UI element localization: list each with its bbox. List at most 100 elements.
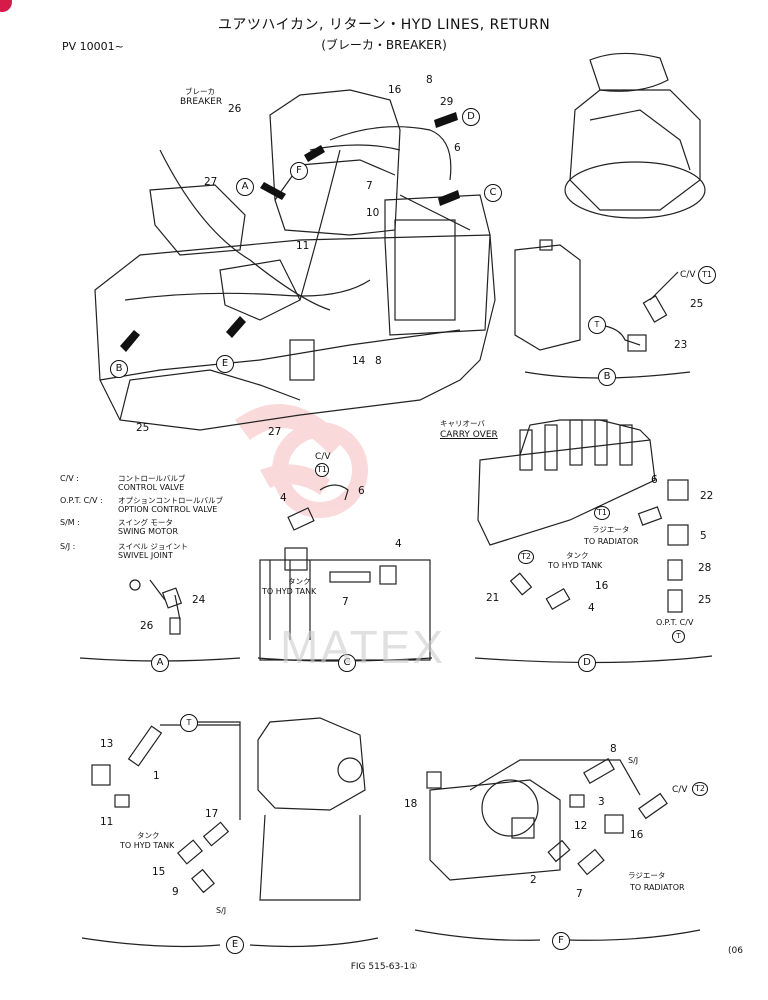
page-number: (06 [728,946,743,956]
part-number: 8 [375,355,382,367]
view-e-drawing [81,717,379,948]
part-number: 16 [630,829,644,841]
view-label-e: E [226,936,244,954]
main-machine-frame [94,89,496,431]
port-tag: T [588,316,606,334]
corner-badge [0,0,12,12]
part-number: 22 [700,490,714,502]
view-a-drawing [79,579,241,662]
breaker-label-en: BREAKER [180,97,223,107]
part-number: 4 [280,492,287,504]
part-number: 7 [576,888,583,900]
part-number: 7 [366,180,373,192]
view-callout-c: C [484,184,502,202]
port-tag: T1 [315,463,329,477]
figure-number: FIG 515-63-1① [350,962,418,972]
page-subtitle: (ブレーカ・BREAKER) [321,38,447,52]
watermark-logo [235,404,368,518]
part-number: 27 [204,176,218,188]
port-tag: T [180,714,198,732]
part-number: 17 [205,808,219,820]
part-number: 3 [598,796,605,808]
part-number: 14 [352,355,366,367]
view-label-b: B [598,368,616,386]
part-number: 6 [651,474,658,486]
tank-label-jp: タンク [566,551,589,560]
part-number: 10 [366,207,380,219]
view-label-c: C [338,654,356,672]
part-number: 24 [192,594,206,606]
part-number: 16 [388,84,402,96]
sj-label: S/J [216,906,227,915]
radiator-label-jp: ラジエータ [592,525,630,534]
view-label-d: D [578,654,596,672]
view-b-drawing [514,239,691,379]
part-number: 27 [268,426,282,438]
part-number: 15 [152,866,166,878]
carry-over-en: CARRY OVER [440,430,498,440]
part-number: 16 [595,580,609,592]
watermark-text: MATEX [280,621,446,673]
port-tag: T1 [698,266,716,284]
view-callout-d: D [462,108,480,126]
part-number: 11 [100,816,114,828]
breaker-label-jp: ブレーカ [185,87,215,96]
cv-label: C/V [672,785,688,795]
sj-label: S/J [628,756,639,765]
view-callout-f: F [290,162,308,180]
port-tag: T1 [594,506,610,520]
direction-arrows [120,112,460,352]
page-title: ユアツハイカン, リターン・HYD LINES, RETURN [217,17,551,33]
tank-label-jp: タンク [137,831,160,840]
part-number: 5 [700,530,707,542]
view-callout-b: B [110,360,128,378]
part-number: 18 [404,798,418,810]
view-d-drawing [474,419,713,664]
inset-cab-drawing [564,52,706,219]
part-number: 2 [530,874,537,886]
part-number: 4 [588,602,595,614]
part-number: 26 [140,620,154,632]
radiator-label-en: TO RADIATOR [630,883,685,892]
part-number: 12 [574,820,588,832]
serial-range: PV 10001~ [62,40,124,53]
part-number: 25 [136,422,150,434]
port-tag: T2 [518,550,534,564]
part-number: 1 [153,770,160,782]
cv-label: C/V [680,270,696,280]
tank-label-en: TO HYD TANK [120,841,175,850]
part-number: 23 [674,339,688,351]
part-number: 11 [296,240,310,252]
opt-cv-label: O.P.T. C/V [656,618,694,627]
cv-label: C/V [315,452,331,462]
carry-over-jp: キャリオーバ [440,419,485,428]
view-callout-e: E [216,355,234,373]
radiator-label-en: TO RADIATOR [584,537,639,546]
part-number: 13 [100,738,114,750]
part-number: 6 [358,485,365,497]
radiator-label-jp: ラジエータ [628,871,666,880]
part-number: 7 [342,596,349,608]
part-number: 28 [698,562,712,574]
tank-label-en: TO HYD TANK [262,587,317,596]
port-tag: T2 [692,782,708,796]
part-number: 25 [698,594,712,606]
view-callout-a: A [236,178,254,196]
tank-label-jp: タンク [288,577,311,586]
tank-label-en: TO HYD TANK [548,561,603,570]
part-number: 8 [426,74,433,86]
view-label-a: A [151,654,169,672]
port-tag: T [672,630,685,643]
part-number: 9 [172,886,179,898]
part-number: 25 [690,298,704,310]
part-number: 21 [486,592,500,604]
part-number: 8 [610,743,617,755]
part-number: 26 [228,103,242,115]
view-f-drawing [414,757,701,941]
view-label-f: F [552,932,570,950]
part-number: 29 [440,96,454,108]
part-number: 4 [395,538,402,550]
